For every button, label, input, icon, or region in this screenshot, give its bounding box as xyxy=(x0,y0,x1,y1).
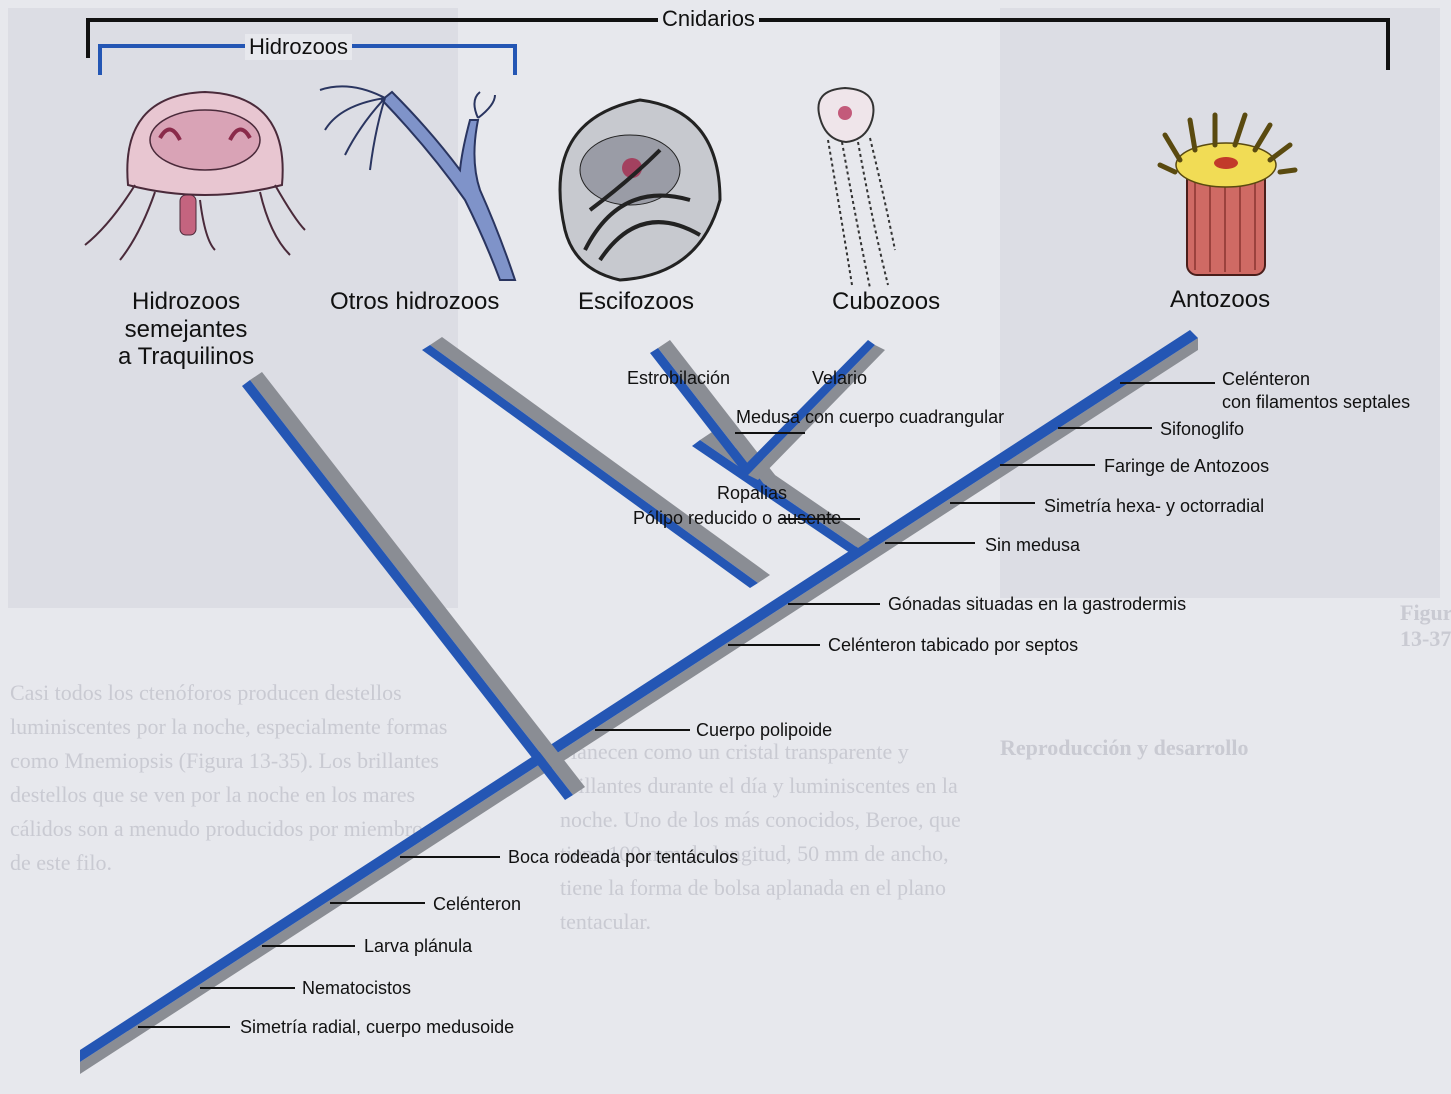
traquilinos-branch-top xyxy=(242,380,573,800)
char-faringe: Faringe de Antozoos xyxy=(1104,457,1269,477)
taxon-traquilinos-line1: Hidrozoos xyxy=(118,288,254,316)
char-sifonoglifo: Sifonoglifo xyxy=(1160,420,1244,440)
antozoo-illustration xyxy=(1160,115,1295,275)
taxon-escifozoos: Escifozoos xyxy=(578,288,694,316)
taxon-antozoos: Antozoos xyxy=(1170,286,1270,314)
traquilino-medusa-illustration xyxy=(85,92,305,260)
traquilinos-branch xyxy=(250,372,585,795)
char-celenteron-filamentos: Celénteron con filamentos septales xyxy=(1222,368,1410,413)
char-boca: Boca rodeada por tentáculos xyxy=(508,848,738,868)
char-celenteron-filamentos-line2: con filamentos septales xyxy=(1222,391,1410,414)
taxon-cubozoos: Cubozoos xyxy=(832,288,940,316)
char-velario: Velario xyxy=(812,369,867,389)
char-sin-medusa: Sin medusa xyxy=(985,536,1080,556)
char-celenteron-filamentos-line1: Celénteron xyxy=(1222,368,1410,391)
cnidarios-label: Cnidarios xyxy=(658,6,759,32)
trunk-branch xyxy=(80,338,1198,1074)
char-polipo-reducido: Pólipo reducido o ausente xyxy=(633,509,841,529)
char-medusa-cuadrangular: Medusa con cuerpo cuadrangular xyxy=(736,408,1004,428)
char-ropalias: Ropalias xyxy=(717,484,787,504)
escifozoo-illustration xyxy=(560,100,720,280)
char-nematocistos: Nematocistos xyxy=(302,979,411,999)
char-cuerpo-polipoide: Cuerpo polipoide xyxy=(696,721,832,741)
char-celenteron: Celénteron xyxy=(433,895,521,915)
char-celenteron-tabicado: Celénteron tabicado por septos xyxy=(828,636,1078,656)
taxon-traquilinos: Hidrozoos semejantes a Traquilinos xyxy=(118,288,254,371)
char-larva-planula: Larva plánula xyxy=(364,937,472,957)
taxon-otros-hidrozoos: Otros hidrozoos xyxy=(330,288,499,316)
char-gonadas: Gónadas situadas en la gastrodermis xyxy=(888,595,1186,615)
taxon-traquilinos-line3: a Traquilinos xyxy=(118,343,254,371)
char-estrobilacion: Estrobilación xyxy=(627,369,730,389)
cubozoo-illustration xyxy=(818,88,895,288)
hidrozoos-label: Hidrozoos xyxy=(245,34,352,60)
taxon-traquilinos-line2: semejantes xyxy=(118,316,254,344)
cladogram-branches xyxy=(80,330,1198,1074)
trunk-branch-top xyxy=(80,330,1198,1062)
char-simetria-radial: Simetría radial, cuerpo medusoide xyxy=(240,1018,514,1038)
otros-hidrozoos-illustration xyxy=(320,86,515,280)
char-simetria-hexa: Simetría hexa- y octorradial xyxy=(1044,497,1264,517)
